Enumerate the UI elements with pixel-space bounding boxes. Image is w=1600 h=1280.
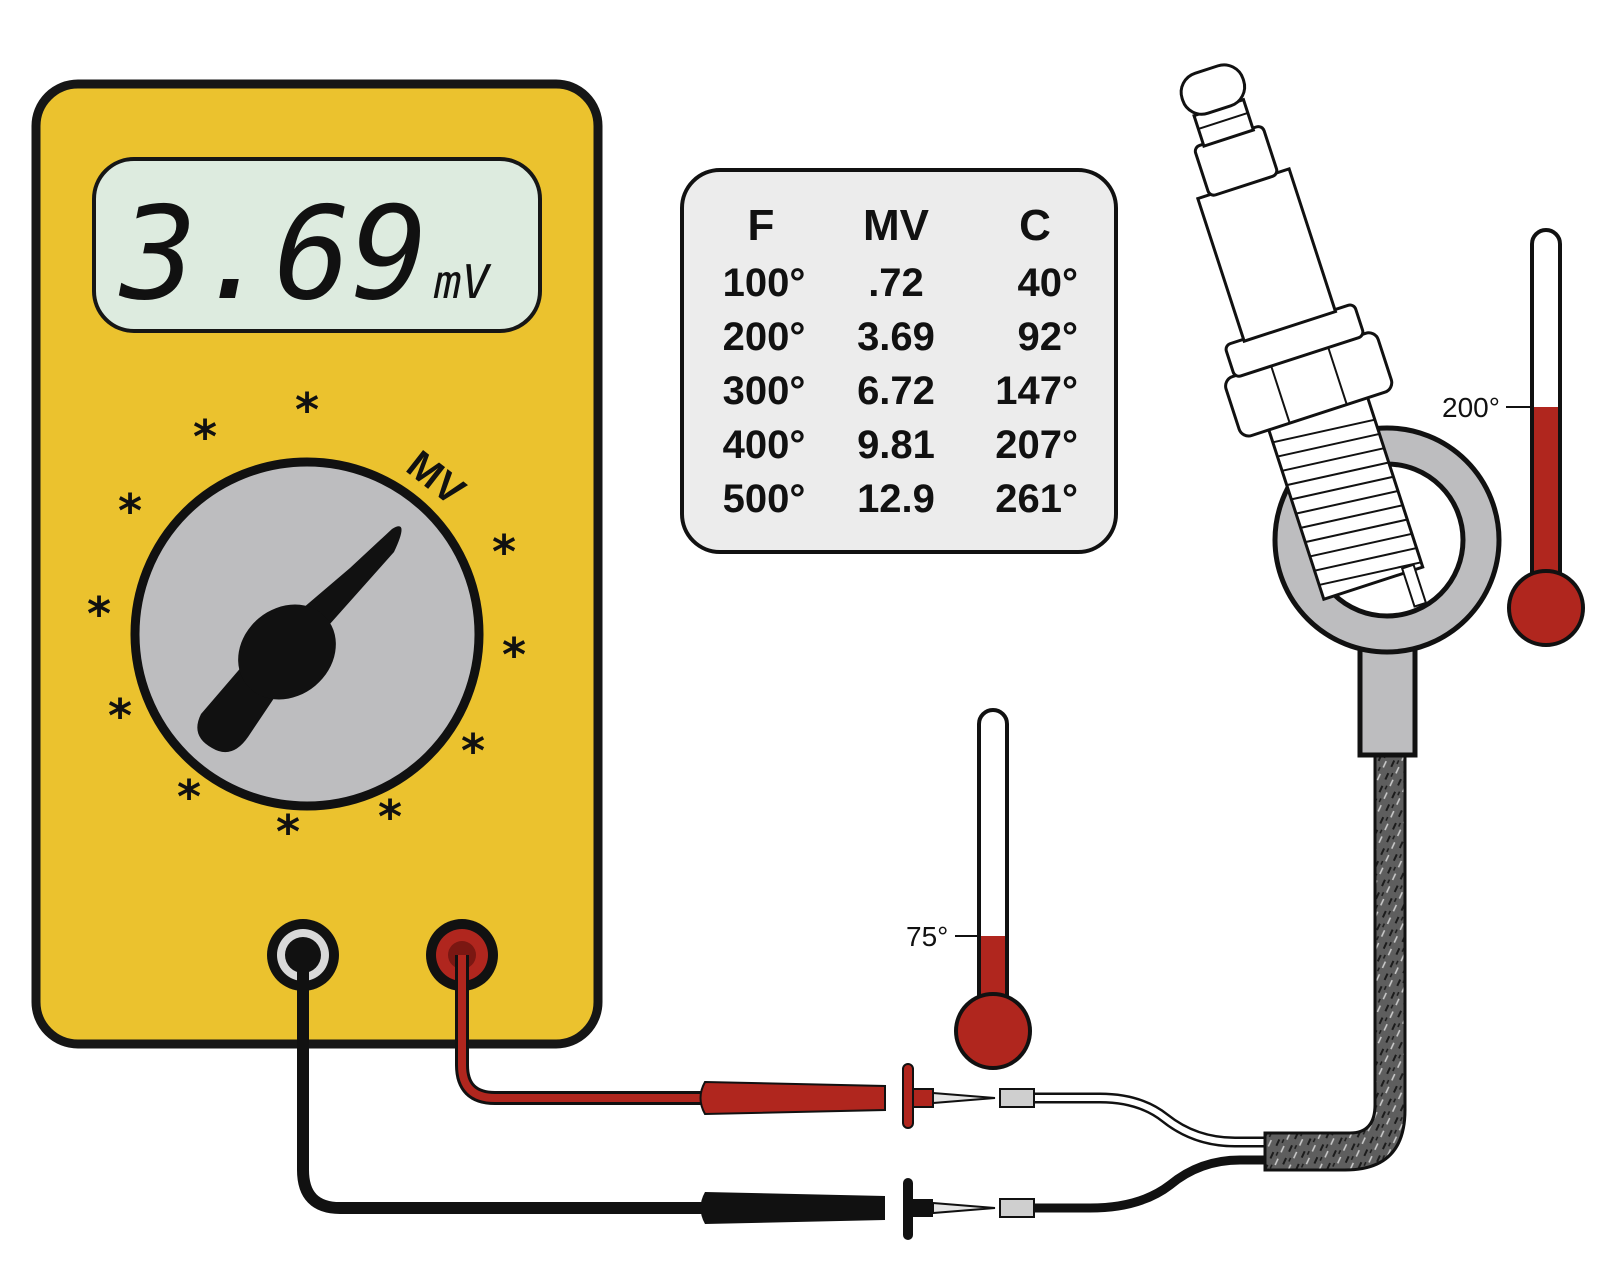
multimeter: 3.69 mV MV * * * * * * * * * * *	[31, 79, 603, 1049]
dial-mark: *	[502, 628, 526, 682]
dial-mark: *	[87, 587, 111, 641]
table-header-c: C	[1019, 201, 1051, 250]
table-cell: 207°	[995, 423, 1078, 467]
lcd-unit: mV	[433, 255, 492, 309]
lcd-reading: 3.69	[118, 180, 428, 329]
table-cell: 261°	[995, 477, 1078, 521]
sensor-temp-label: 200°	[1442, 392, 1500, 423]
selector-dial[interactable]	[130, 457, 484, 811]
sensor-thermometer: 200°	[1442, 228, 1585, 647]
table-cell: 6.72	[857, 369, 935, 413]
table-cell: 92°	[1018, 315, 1079, 359]
table-cell: 12.9	[857, 477, 935, 521]
table-cell: 3.69	[857, 315, 935, 359]
dial-mark: *	[108, 689, 132, 743]
dial-mark: *	[378, 790, 402, 844]
table-cell: 100°	[723, 261, 806, 305]
table-cell: 147°	[995, 369, 1078, 413]
table-cell: 500°	[723, 477, 806, 521]
table-header-mv: MV	[863, 201, 930, 250]
temperature-sensor	[1179, 63, 1502, 758]
conversion-table: F MV C 100° .72 40° 200° 3.69 92° 300° 6…	[680, 168, 1118, 554]
lcd-display: 3.69 mV	[92, 157, 542, 333]
table-cell: 9.81	[857, 423, 935, 467]
dial-mark: *	[461, 724, 485, 778]
table-cell: .72	[868, 261, 924, 305]
braided-sheath	[1263, 750, 1407, 1172]
table-cell: 200°	[723, 315, 806, 359]
reference-thermometer: 75°	[906, 708, 1032, 1070]
red-test-lead[interactable]	[455, 955, 996, 1129]
dial-mark: *	[118, 484, 142, 538]
dial-mark: *	[492, 525, 516, 579]
dial-mark: *	[276, 805, 300, 859]
table-header-f: F	[748, 201, 775, 250]
black-test-lead[interactable]	[297, 955, 996, 1240]
table-cell: 400°	[723, 423, 806, 467]
table-cell: 300°	[723, 369, 806, 413]
dial-mark: *	[193, 410, 217, 464]
dial-mark: *	[177, 770, 201, 824]
dial-mark: *	[295, 383, 319, 437]
thermocouple-wires	[999, 1088, 1270, 1218]
table-cell: 40°	[1018, 261, 1079, 305]
reference-temp-label: 75°	[906, 921, 948, 952]
dial-marks: * * * * * * * * * * *	[87, 383, 526, 859]
